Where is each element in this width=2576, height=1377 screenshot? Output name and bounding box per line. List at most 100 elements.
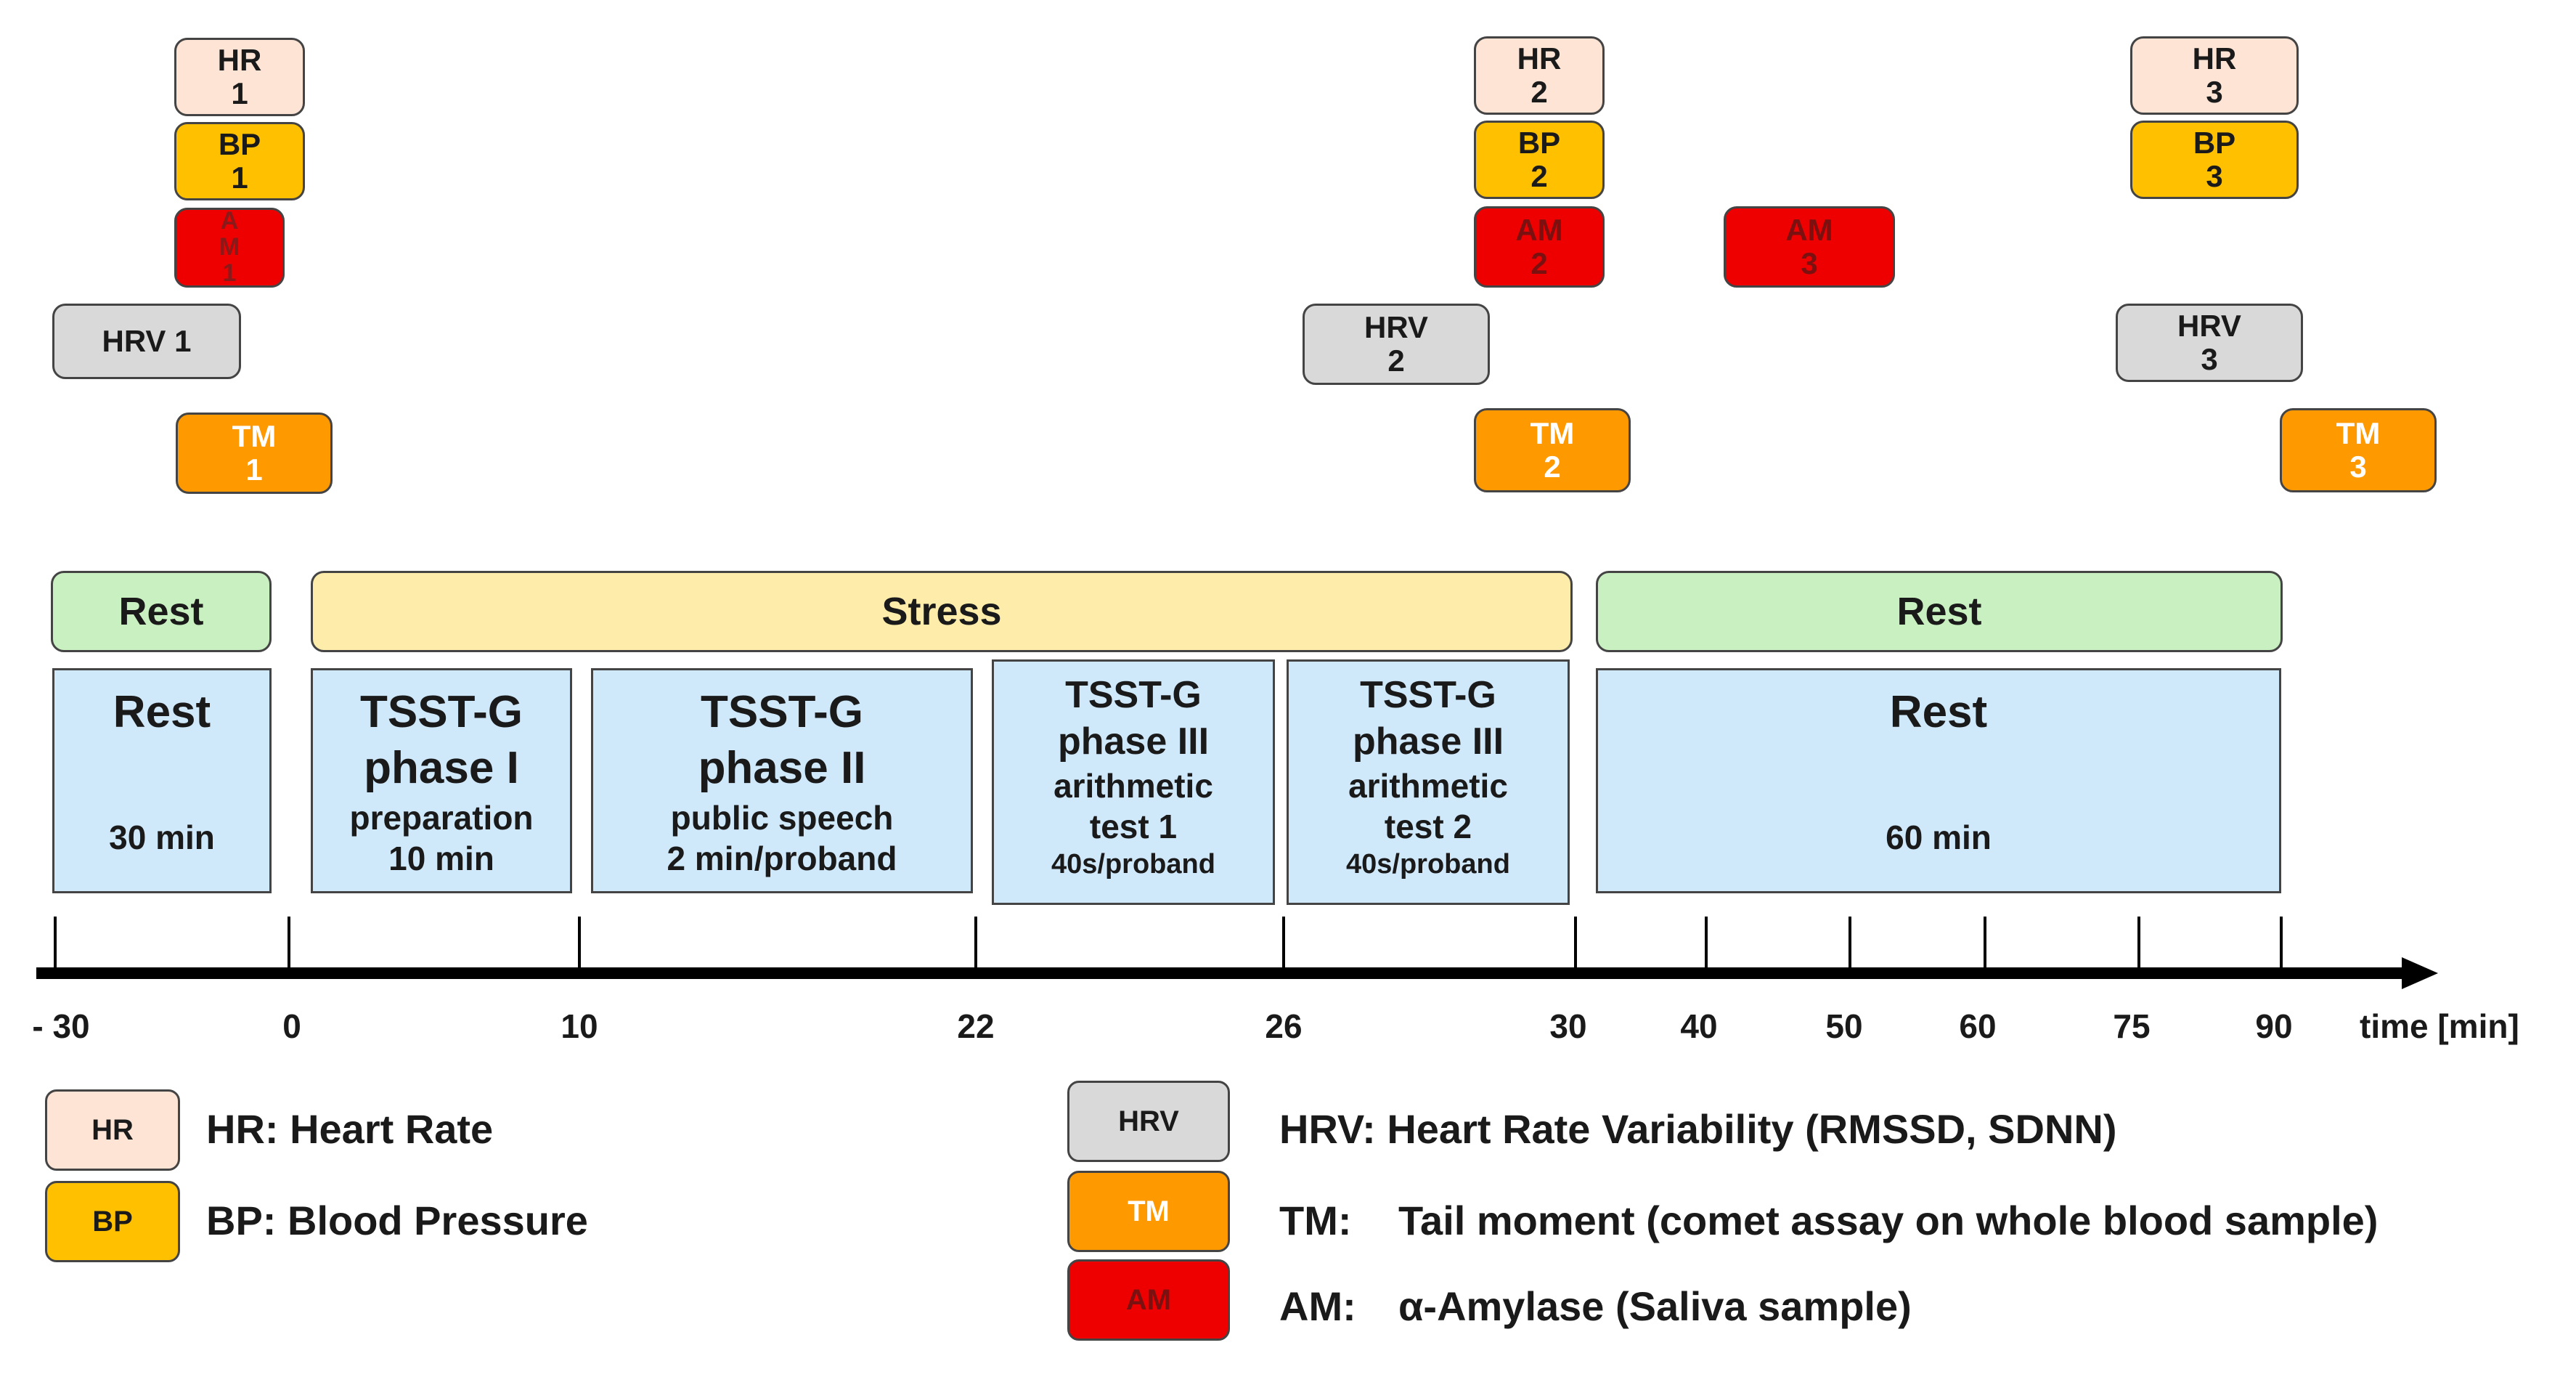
hrv-3-marker: HRV 3	[2116, 304, 2303, 382]
time-axis-arrowhead	[2402, 957, 2438, 989]
legend-tm-key-label: TM	[1128, 1195, 1170, 1227]
am-2-label: AM	[1515, 212, 1563, 247]
hr-1-label: HR	[217, 42, 262, 77]
bp-3-number: 3	[2206, 159, 2223, 193]
tick-label-0: 0	[282, 1007, 301, 1045]
bp-2-number: 2	[1530, 159, 1548, 193]
bp-2-marker: BP 2	[1474, 121, 1605, 199]
tick-label-60: 60	[1959, 1007, 1997, 1045]
bp-1-marker: BP 1	[174, 122, 305, 200]
legend-tm-text: Tail moment (comet assay on whole blood …	[1398, 1198, 2379, 1243]
tick-22	[974, 917, 977, 969]
phase-tsst-3b: TSST-G phase III arithmetic test 2 40s/p…	[1287, 659, 1570, 905]
hr-2-label: HR	[1517, 41, 1562, 76]
legend-hr-key: HR	[45, 1089, 180, 1171]
tm-1-number: 1	[245, 452, 263, 487]
legend-bp-text: BP: Blood Pressure	[206, 1198, 588, 1243]
legend-bp-key-label: BP	[92, 1205, 133, 1238]
phase-tsst-2-phase: phase II	[698, 743, 866, 793]
tick-40	[1705, 917, 1708, 969]
phase-tsst-3b-duration: 40s/proband	[1346, 849, 1510, 880]
phase-tsst-1-title: TSST-G	[360, 687, 523, 737]
legend-hrv-key: HRV	[1067, 1081, 1230, 1162]
bp-2-label: BP	[1517, 125, 1561, 160]
phase-tsst-3a-duration: 40s/proband	[1051, 849, 1215, 880]
phase-tsst-3b-title: TSST-G	[1360, 674, 1496, 716]
legend-am-abbrev: AM:	[1279, 1283, 1356, 1329]
hrv-2-label: HRV	[1364, 309, 1428, 344]
tm-1-label: TM	[232, 418, 277, 453]
phase-rest-pre-title: Rest	[113, 687, 211, 737]
tick-label-50: 50	[1825, 1007, 1863, 1045]
phase-rest-post-title: Rest	[1889, 687, 1988, 737]
am-1-letter-m: M	[219, 233, 240, 261]
tick-label-minus30: - 30	[32, 1007, 90, 1045]
am-1-marker: A M 1	[174, 208, 285, 288]
tick-label-30: 30	[1549, 1007, 1587, 1045]
bp-3-label: BP	[2193, 125, 2236, 160]
legend-hr-key-label: HR	[91, 1113, 134, 1146]
hr-2-number: 2	[1530, 75, 1548, 109]
phase-tsst-2: TSST-G phase II public speech 2 min/prob…	[591, 668, 973, 893]
stress-band-label: Stress	[881, 590, 1002, 633]
tick-10	[578, 917, 581, 969]
phase-tsst-3b-phase: phase III	[1352, 720, 1504, 763]
rest-band-post-label: Rest	[1896, 590, 1982, 633]
phase-tsst-3a-title: TSST-G	[1065, 674, 1202, 716]
legend-hrv-text: HRV: Heart Rate Variability (RMSSD, SDNN…	[1279, 1106, 2117, 1152]
hrv-3-number: 3	[2201, 342, 2218, 376]
hrv-2-number: 2	[1387, 344, 1405, 378]
phase-tsst-2-duration: 2 min/proband	[667, 840, 897, 877]
time-axis-line	[36, 967, 2403, 979]
phase-tsst-1: TSST-G phase I preparation 10 min	[311, 668, 572, 893]
hrv-1-label: HRV 1	[102, 323, 192, 358]
legend-tm-abbrev: TM:	[1279, 1198, 1352, 1243]
tm-3-label: TM	[2336, 415, 2381, 450]
tick-0	[288, 917, 290, 969]
tm-3-number: 3	[2349, 450, 2367, 484]
hrv-2-marker: HRV 2	[1303, 304, 1490, 385]
phase-rest-pre: Rest 30 min	[52, 668, 272, 893]
hrv-3-label: HRV	[2177, 308, 2241, 343]
hr-3-number: 3	[2206, 75, 2223, 109]
phase-tsst-3a-phase: phase III	[1057, 720, 1210, 763]
phase-tsst-2-sub: public speech	[670, 799, 894, 837]
rest-band-post: Rest	[1596, 571, 2283, 652]
tm-3-marker: TM 3	[2280, 408, 2437, 492]
hr-1-marker: HR 1	[174, 38, 305, 116]
hr-3-marker: HR 3	[2130, 36, 2299, 115]
hrv-1-marker: HRV 1	[52, 304, 241, 379]
rest-band-pre: Rest	[51, 571, 272, 652]
time-axis-title: time [min]	[2360, 1007, 2519, 1045]
tm-2-number: 2	[1544, 450, 1561, 484]
tick-75	[2137, 917, 2140, 969]
tick-60	[1984, 917, 1986, 969]
am-2-number: 2	[1530, 246, 1548, 280]
tick-minus30	[54, 917, 57, 969]
tick-label-75: 75	[2113, 1007, 2151, 1045]
bp-3-marker: BP 3	[2130, 121, 2299, 199]
phase-rest-pre-duration: 30 min	[109, 819, 215, 856]
bp-1-number: 1	[231, 161, 248, 195]
phase-rest-post-duration: 60 min	[1886, 819, 1992, 856]
tick-50	[1849, 917, 1851, 969]
am-2-marker: AM 2	[1474, 206, 1605, 288]
am-3-marker: AM 3	[1724, 206, 1895, 288]
tick-26	[1282, 917, 1285, 969]
hr-1-number: 1	[231, 76, 248, 110]
phase-tsst-3b-sub1: arithmetic	[1348, 767, 1508, 805]
tick-label-90: 90	[2255, 1007, 2293, 1045]
phase-tsst-3a-sub1: arithmetic	[1053, 767, 1213, 805]
tick-90	[2280, 917, 2283, 969]
am-1-number: 1	[222, 259, 237, 287]
phase-tsst-3a-sub2: test 1	[1089, 808, 1178, 845]
phase-tsst-3b-sub2: test 2	[1384, 808, 1472, 845]
tick-label-10: 10	[561, 1007, 598, 1045]
tm-2-label: TM	[1530, 415, 1575, 450]
legend-am-key: AM	[1067, 1259, 1230, 1341]
phase-rest-post: Rest 60 min	[1596, 668, 2281, 893]
legend-am-text: α-Amylase (Saliva sample)	[1398, 1283, 1912, 1329]
legend-am-key-label: AM	[1125, 1283, 1172, 1316]
phase-tsst-3a: TSST-G phase III arithmetic test 1 40s/p…	[992, 659, 1275, 905]
legend-hrv-key-label: HRV	[1118, 1105, 1179, 1137]
